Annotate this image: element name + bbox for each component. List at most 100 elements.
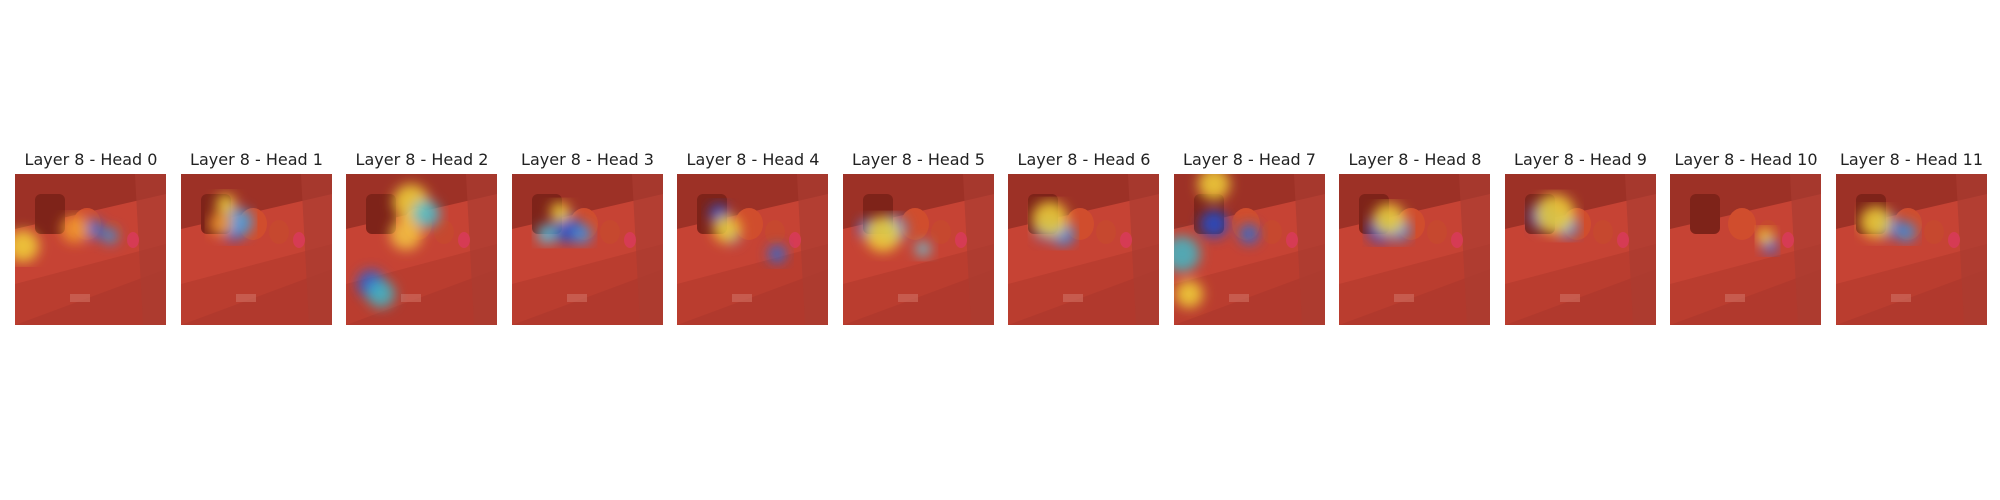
table-front (1339, 244, 1490, 325)
attention-overlay (15, 174, 166, 325)
attention-blob (102, 228, 118, 244)
attention-panel: Layer 8 - Head 4 (677, 150, 829, 325)
attention-heatmap-image (842, 174, 994, 325)
attention-blob (367, 280, 395, 308)
panel-title: Layer 8 - Head 4 (686, 150, 820, 169)
panel-title: Layer 8 - Head 3 (521, 150, 654, 169)
cabinet-side (1128, 174, 1159, 325)
drawer-handle (1559, 294, 1580, 302)
cup (930, 220, 951, 244)
table-front (1504, 244, 1656, 325)
attention-blob (1197, 174, 1230, 200)
attention-heatmap-image (1504, 174, 1656, 325)
cup (599, 220, 620, 244)
heatmap-svg (1670, 174, 1821, 325)
attention-overlay (677, 174, 828, 325)
cup (1923, 220, 1944, 244)
panel-title: Layer 8 - Head 1 (190, 150, 323, 169)
attention-blob (61, 215, 89, 243)
attention-panel: Layer 8 - Head 10 (1670, 150, 1822, 325)
drawer-handle (1228, 294, 1249, 302)
attention-blob (1534, 194, 1575, 234)
small-bottle (458, 232, 470, 248)
panel-title: Layer 8 - Head 10 (1674, 150, 1818, 169)
drawer-handle (1725, 294, 1745, 302)
attention-heatmap-image (1173, 174, 1325, 325)
heatmap-svg (677, 174, 828, 325)
pot (1728, 208, 1756, 240)
panel-title: Layer 8 - Head 7 (1183, 150, 1316, 169)
drawer-handle (732, 294, 752, 302)
small-bottle (1782, 232, 1794, 248)
attention-blob (768, 245, 786, 263)
attention-blob (1174, 280, 1203, 308)
small-bottle (292, 232, 305, 248)
cup (268, 220, 289, 244)
panel-title: Layer 8 - Head 2 (355, 150, 489, 169)
attention-overlay (511, 174, 663, 325)
attention-blob (713, 215, 741, 243)
attention-blob (549, 202, 570, 222)
attention-panel: Layer 8 - Head 9 (1504, 150, 1657, 325)
panel-title: Layer 8 - Head 8 (1348, 150, 1482, 169)
attention-panel: Layer 8 - Head 5 (842, 150, 995, 325)
heatmap-svg (1008, 174, 1159, 325)
attention-panel: Layer 8 - Head 0 (15, 150, 167, 325)
table-front (1173, 244, 1325, 325)
drawer-handle (235, 294, 256, 302)
cup (1096, 220, 1116, 244)
table-front (1670, 244, 1821, 325)
cup (1261, 220, 1282, 244)
attention-heatmap-image (511, 174, 663, 325)
attention-blob (1032, 201, 1068, 237)
pot (735, 208, 763, 240)
small-bottle (623, 232, 636, 248)
attention-panel: Layer 8 - Head 11 (1835, 150, 1988, 325)
small-bottle (1451, 232, 1463, 248)
table-front (1835, 244, 1987, 325)
cabinet-side (962, 174, 994, 325)
attention-blob (571, 224, 592, 244)
attention-panel: Layer 8 - Head 3 (511, 150, 664, 325)
panel-title: Layer 8 - Head 0 (24, 150, 158, 169)
cabinet-side (1293, 174, 1325, 325)
attention-panel: Layer 8 - Head 8 (1339, 150, 1491, 325)
panel-title: Layer 8 - Head 5 (852, 150, 985, 169)
table-front (180, 244, 332, 325)
attention-blobs (1367, 203, 1411, 243)
attention-blobs (15, 215, 118, 262)
attention-blob (215, 194, 236, 214)
attention-blob (864, 216, 901, 252)
attention-overlay (1670, 174, 1821, 325)
heatmap-svg (1835, 174, 1987, 325)
attention-blob (224, 208, 253, 236)
heatmap-svg (346, 174, 497, 325)
attention-panel: Layer 8 - Head 1 (180, 150, 333, 325)
cabinet-side (300, 174, 332, 325)
small-bottle (1616, 232, 1629, 248)
attention-blob (412, 200, 440, 228)
cup (765, 220, 785, 244)
small-bottle (954, 232, 967, 248)
panel-title: Layer 8 - Head 6 (1017, 150, 1151, 169)
drawer-handle (1394, 294, 1414, 302)
table-front (511, 244, 663, 325)
panel-title: Layer 8 - Head 11 (1839, 150, 1984, 169)
cabinet-side (466, 174, 497, 325)
small-bottle (789, 232, 801, 248)
attention-blobs (208, 194, 253, 241)
attention-blob (390, 218, 422, 250)
attention-blobs (857, 215, 931, 257)
attention-overlay (180, 174, 332, 325)
heatmap-svg (511, 174, 663, 325)
drawer-handle (401, 294, 421, 302)
attention-heatmap-image (180, 174, 332, 325)
attention-blob (1238, 224, 1259, 244)
attention-blob (1373, 203, 1405, 235)
attention-heatmap-image (1835, 174, 1987, 325)
cabinet-side (1955, 174, 1987, 325)
table-front (842, 244, 994, 325)
attention-heatmap-image (346, 174, 497, 325)
attention-panel: Layer 8 - Head 7 (1173, 150, 1326, 325)
